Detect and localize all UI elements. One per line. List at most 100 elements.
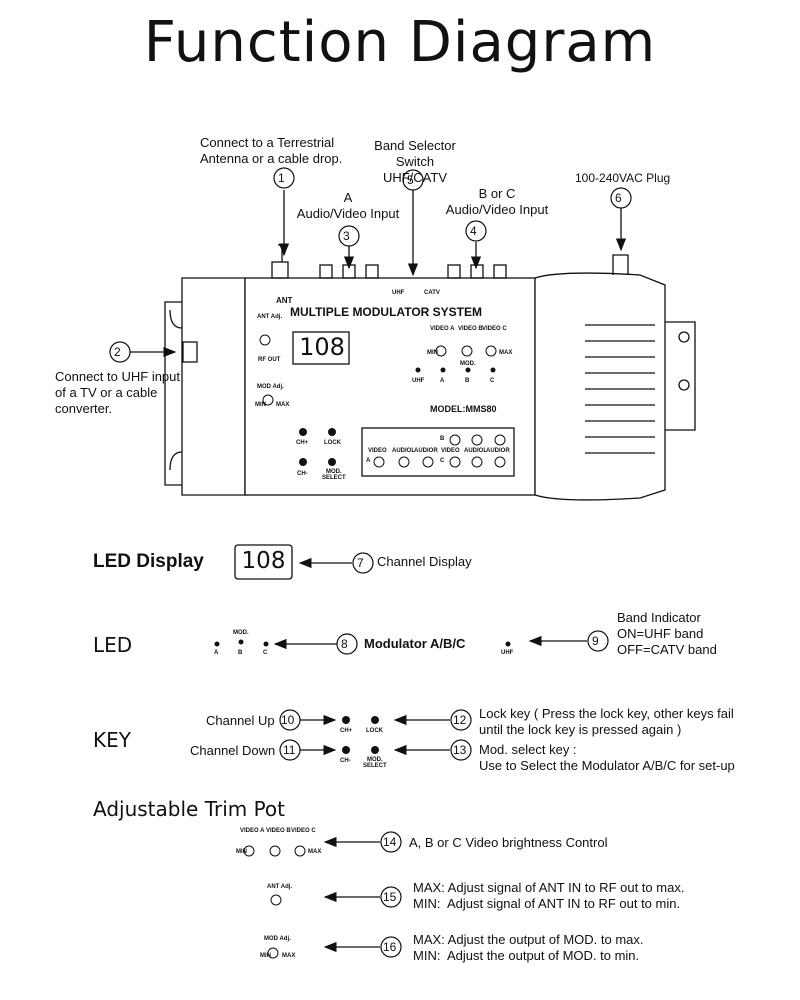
lock-key-line1: Lock key ( Press the lock key, other key…	[479, 706, 734, 721]
legend-mod-select: MOD. SELECT	[363, 757, 387, 769]
ch-minus-label[interactable]: CH-	[297, 471, 308, 477]
led-b-label: B	[465, 378, 470, 384]
legend-channel-display: Channel Display	[377, 554, 472, 569]
uhf-output	[182, 341, 198, 363]
trim15-ant-adj: ANT Adj.	[267, 884, 293, 890]
page-title: Function Diagram	[143, 10, 657, 75]
legend-lock: LOCK	[366, 728, 383, 734]
legend-ch-minus: CH-	[340, 758, 351, 764]
video-a-label: VIDEO A	[430, 326, 455, 332]
trim-knobs	[243, 334, 497, 959]
device-left-end	[181, 277, 246, 496]
mod-adj-max: MAX	[276, 402, 290, 408]
ant-label: ANT	[276, 296, 293, 305]
legend-ch-plus: CH+	[340, 728, 353, 734]
legend-display-value: 108	[241, 548, 286, 574]
lock-label[interactable]: LOCK	[324, 440, 341, 446]
trim16-max: MAX	[282, 953, 296, 959]
number-5: 5	[407, 173, 414, 187]
callout-1: Connect to a Terrestrial Antenna or a ca…	[200, 135, 342, 167]
trim16-line2: MIN: Adjust the output of MOD. to min.	[413, 948, 640, 963]
band-indicator-line1: Band Indicator	[617, 610, 701, 625]
number-8: 8	[341, 637, 348, 651]
legend-led-display-heading: LED Display	[93, 551, 204, 572]
legend-led-b: B	[238, 650, 243, 656]
ant-connector	[271, 261, 289, 279]
callout-1-line2: Antenna or a cable drop.	[200, 151, 343, 166]
legend-trim-pot-heading: Adjustable Trim Pot	[93, 797, 286, 821]
right-bracket-hole-bottom	[678, 379, 690, 391]
legend-lock-key: Lock key ( Press the lock key, other key…	[479, 706, 734, 738]
number-14: 14	[383, 835, 397, 849]
led-dots	[214, 367, 511, 647]
trim-video-b-label: VIDEO B	[266, 828, 291, 834]
legend-led-c: C	[263, 650, 268, 656]
mod-label: MOD.	[460, 361, 476, 367]
video-b-label: VIDEO B	[458, 326, 483, 332]
band-indicator-line2: ON=UHF band	[617, 626, 704, 641]
callout-5-line2: UHF/CATV	[382, 170, 448, 185]
number-1: 1	[278, 171, 285, 185]
number-7: 7	[357, 556, 364, 570]
number-6: 6	[615, 191, 622, 205]
legend-mod-label: MOD.	[233, 630, 249, 636]
ch-plus-label[interactable]: CH+	[296, 440, 309, 446]
led-c-label: C	[490, 378, 495, 384]
video-adj-max: MAX	[499, 350, 513, 356]
callout-5-line1: Band Selector Switch	[374, 138, 456, 169]
jack-audior-bc-label: AUDIOR	[486, 448, 510, 454]
callout-2: Connect to UHF input of a TV or a cable …	[55, 369, 180, 417]
mod-select-line1: MOD.	[326, 469, 342, 475]
legend-trim15: MAX: Adjust signal of ANT IN to RF out t…	[413, 880, 684, 912]
mod-select-line2: SELECT	[322, 475, 346, 481]
number-16: 16	[383, 940, 397, 954]
callout-3-line1: A	[343, 190, 353, 205]
led-uhf-label: UHF	[412, 378, 425, 384]
trim15-line1: MAX: Adjust signal of ANT IN to RF out t…	[413, 880, 685, 895]
rf-out-label: RF OUT	[258, 357, 281, 363]
trim16-line1: MAX: Adjust the output of MOD. to max.	[413, 932, 644, 947]
right-bracket-hole-top	[678, 331, 690, 343]
right-bracket	[665, 321, 696, 431]
callout-3-line2: Audio/Video Input	[296, 206, 400, 221]
key-dots	[299, 428, 379, 754]
device-display: 108	[299, 333, 345, 361]
legend-channel-up: Channel Up	[206, 713, 275, 728]
jack-row-c-label: C	[440, 458, 445, 464]
trim16-min: MIN	[260, 953, 271, 959]
callout-2-line2: of a TV or a cable	[55, 385, 158, 400]
mod-select-label[interactable]: MOD. SELECT	[322, 469, 346, 481]
jack-audiol-bc-label: AUDIOL	[464, 448, 487, 454]
legend-modulator: Modulator A/B/C	[364, 636, 466, 651]
legend-uhf-led: UHF	[501, 650, 514, 656]
mod-adj-min: MIN	[255, 402, 266, 408]
device-right-end	[534, 272, 666, 501]
mod-adj-label: MOD Adj.	[257, 384, 284, 390]
callout-1-line1: Connect to a Terrestrial	[200, 135, 335, 150]
lock-key-line2: until the lock key is pressed again )	[479, 722, 682, 737]
switch-catv-label: CATV	[424, 290, 440, 296]
legend-trim16: MAX: Adjust the output of MOD. to max. M…	[413, 932, 644, 964]
number-3: 3	[343, 229, 350, 243]
jack-row-b-label: B	[440, 436, 445, 442]
number-10: 10	[281, 713, 295, 727]
legend-mod-select-line1: MOD.	[367, 757, 383, 763]
jack-audior-a-label: AUDIOR	[414, 448, 438, 454]
callout-6: 100-240VAC Plug	[575, 171, 671, 185]
callout-2-line1: Connect to UHF input	[55, 369, 181, 384]
number-9: 9	[592, 634, 599, 648]
callout-5: Band Selector Switch UHF/CATV	[360, 138, 470, 186]
number-12: 12	[453, 713, 467, 727]
jack-audiol-a-label: AUDIOL	[392, 448, 415, 454]
callout-3: A Audio/Video Input	[290, 190, 406, 222]
video-c-label: VIDEO C	[482, 326, 507, 332]
panel-title: MULTIPLE MODULATOR SYSTEM	[290, 305, 482, 319]
model-label: MODEL:MMS80	[430, 404, 497, 414]
legend-band-indicator: Band Indicator ON=UHF band OFF=CATV band	[617, 610, 717, 658]
number-2: 2	[114, 345, 121, 359]
callout-4-line2: Audio/Video Input	[445, 202, 549, 217]
band-indicator-line3: OFF=CATV band	[617, 642, 717, 657]
number-circles	[109, 167, 632, 958]
number-4: 4	[470, 224, 477, 238]
